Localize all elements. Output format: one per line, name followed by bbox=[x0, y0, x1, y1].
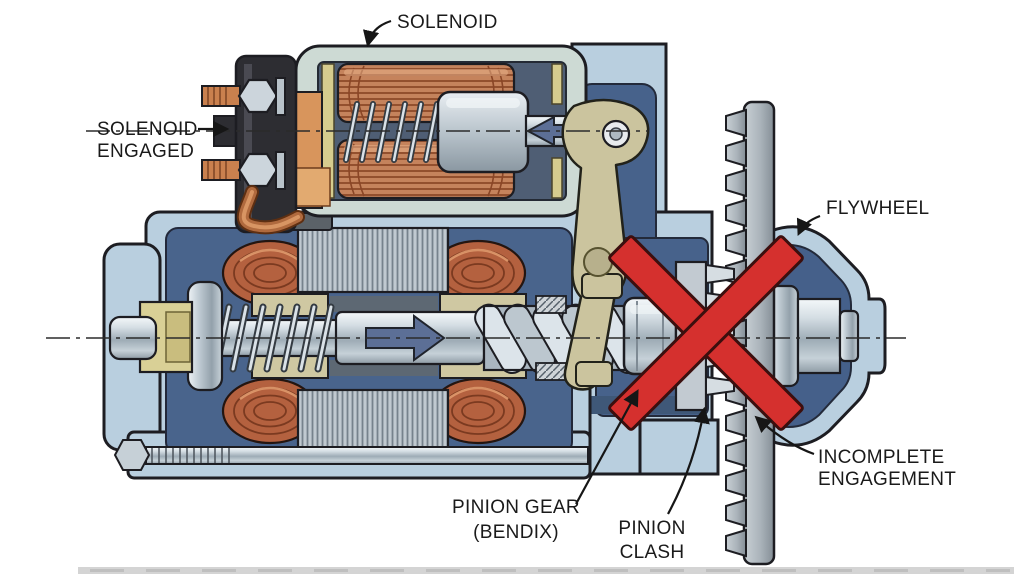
shift-lever bbox=[561, 98, 650, 391]
terminal-stud-bottom bbox=[201, 151, 286, 190]
label-incomplete-engagement-2: ENGAGEMENT bbox=[818, 469, 956, 490]
bolt-head bbox=[113, 439, 151, 471]
cap-highlight bbox=[244, 64, 252, 224]
leader-incomplete-engagement bbox=[754, 415, 815, 456]
bushing-inner bbox=[165, 311, 191, 363]
bearing-block bbox=[535, 362, 567, 381]
leader-pinion-gear bbox=[575, 389, 639, 505]
field-coil bbox=[221, 239, 319, 307]
axis-centerlines bbox=[46, 130, 906, 339]
flywheel-bell-housing bbox=[768, 225, 887, 447]
leader-flywheel bbox=[796, 214, 821, 237]
ground-shadow-strip bbox=[78, 567, 1014, 574]
field-coil bbox=[429, 239, 527, 307]
label-pinion-gear-2: (BENDIX) bbox=[473, 522, 559, 543]
plunger-highlight bbox=[446, 98, 520, 108]
solenoid-cap-terminals bbox=[201, 54, 331, 235]
terminal-stud-top bbox=[201, 77, 286, 116]
label-solenoid: SOLENOID bbox=[397, 12, 498, 33]
shaft-direction-arrow bbox=[365, 314, 446, 362]
commutator-bar-top bbox=[330, 296, 438, 312]
error-x-marker bbox=[608, 235, 804, 431]
label-pinion-gear-1: PINION GEAR bbox=[452, 497, 580, 518]
washer bbox=[275, 151, 286, 190]
coil-end-plate bbox=[551, 157, 563, 199]
contact-plate bbox=[295, 167, 331, 207]
solenoid-spring bbox=[343, 101, 440, 163]
label-solenoid-engaged-2: ENGAGED bbox=[97, 141, 194, 162]
copper-strap bbox=[236, 185, 305, 235]
flywheel-hub bbox=[768, 284, 860, 388]
lever-pivot-pin bbox=[609, 127, 623, 141]
label-solenoid-engaged-1: SOLENOID bbox=[97, 119, 198, 140]
label-pinion-clash-2: CLASH bbox=[620, 542, 685, 563]
label-pinion-clash-1: PINION bbox=[618, 518, 685, 539]
armature-lamination-top bbox=[296, 226, 450, 294]
leader-pinion-clash bbox=[667, 406, 710, 515]
lever-lower-pin bbox=[583, 247, 613, 277]
label-flywheel: FLYWHEEL bbox=[826, 198, 929, 219]
armature-lamination-bottom bbox=[296, 388, 450, 456]
end-bearing bbox=[186, 280, 224, 392]
lever-prong-upper bbox=[581, 273, 623, 299]
callouts: SOLENOID SOLENOID ENGAGED FLYWHEEL PINIO… bbox=[97, 12, 956, 563]
label-incomplete-engagement-1: INCOMPLETE bbox=[818, 447, 945, 468]
solenoid-assembly bbox=[201, 44, 614, 235]
hex-nut bbox=[237, 78, 279, 114]
field-coil bbox=[221, 377, 319, 445]
leader-solenoid bbox=[362, 19, 392, 48]
through-bolt bbox=[113, 439, 589, 471]
coil-end-plate bbox=[551, 63, 563, 105]
bearing-block bbox=[535, 295, 567, 314]
washer bbox=[275, 77, 286, 116]
lever-prong-lower bbox=[575, 361, 613, 387]
hex-nut bbox=[237, 152, 279, 188]
motor-assembly bbox=[102, 210, 652, 480]
